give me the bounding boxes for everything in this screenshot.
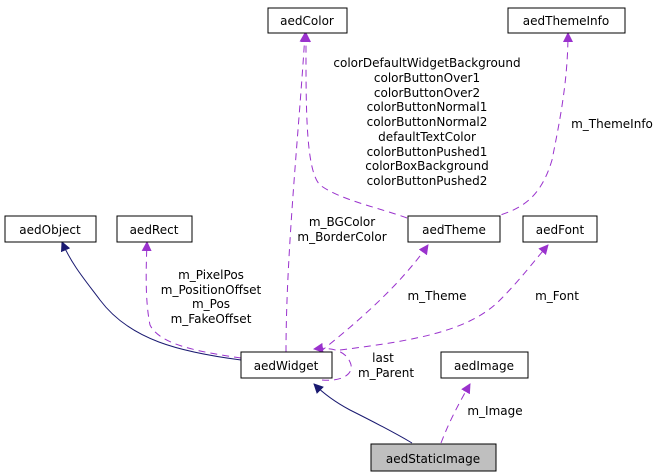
node-label: aedWidget (254, 359, 319, 373)
edge-label-rect-2: m_Pos (192, 297, 230, 311)
edge-staticimage-to-image (440, 383, 471, 444)
edge-label-color-1: m_BorderColor (297, 230, 386, 244)
node-label: aedFont (536, 223, 585, 237)
node-label: aedObject (19, 223, 81, 237)
node-aedImage[interactable]: aedImage (440, 351, 529, 379)
edge-theme-to-color (300, 32, 408, 219)
edge-theme-to-themeinfo (489, 32, 573, 219)
edge-label-self-0: last (372, 351, 394, 365)
node-label: aedStaticImage (386, 452, 480, 466)
edge-widget-to-object (61, 241, 242, 361)
node-aedColor[interactable]: aedColor (267, 7, 348, 34)
node-label: aedColor (280, 14, 334, 28)
node-aedWidget[interactable]: aedWidget (240, 351, 333, 379)
node-aedTheme[interactable]: aedTheme (407, 215, 501, 243)
edge-label-theme-color-5: defaultTextColor (378, 130, 476, 144)
edge-label-theme-color-2: colorButtonOver2 (374, 86, 480, 100)
edge-label-theme: m_Theme (407, 289, 466, 303)
node-label: aedTheme (422, 223, 486, 237)
edge-label-theme-color-7: colorBoxBackground (365, 159, 488, 173)
node-aedRect[interactable]: aedRect (116, 215, 193, 243)
edge-widget-to-font (339, 244, 549, 351)
node-label: aedThemeInfo (523, 14, 609, 28)
edge-label-rect-1: m_PositionOffset (161, 283, 262, 297)
node-aedFont[interactable]: aedFont (522, 215, 598, 243)
edge-label-theme-color-1: colorButtonOver1 (374, 71, 480, 85)
node-aedStaticImage[interactable]: aedStaticImage (370, 443, 497, 472)
edge-widget-to-theme (319, 244, 429, 353)
edge-widget-to-rect (141, 241, 242, 359)
edge-widget-self (313, 342, 352, 381)
edge-widget-to-color (285, 32, 310, 353)
node-label: aedImage (454, 359, 514, 373)
edge-label-theme-color-6: colorButtonPushed1 (367, 145, 488, 159)
edge-label-color-0: m_BGColor (309, 215, 375, 229)
node-aedObject[interactable]: aedObject (4, 215, 97, 243)
edge-label-rect-0: m_PixelPos (178, 268, 244, 282)
edge-label-theme-color-3: colorButtonNormal1 (367, 100, 488, 114)
edge-label-rect-3: m_FakeOffset (171, 312, 252, 326)
edge-label-font: m_Font (535, 289, 579, 303)
edge-label-theme-color-4: colorButtonNormal2 (367, 115, 488, 129)
node-aedThemeInfo[interactable]: aedThemeInfo (507, 7, 626, 34)
edge-label-themeinfo: m_ThemeInfo (571, 117, 653, 131)
edge-staticimage-to-widget (313, 383, 413, 444)
node-label: aedRect (130, 223, 179, 237)
edge-label-theme-color-8: colorButtonPushed2 (367, 174, 488, 188)
edge-label-image: m_Image (467, 404, 522, 418)
edge-label-theme-color-0: colorDefaultWidgetBackground (333, 56, 520, 70)
edge-label-self-1: m_Parent (358, 366, 414, 380)
